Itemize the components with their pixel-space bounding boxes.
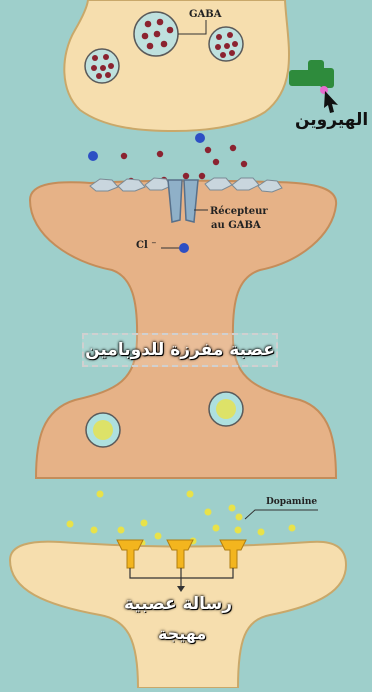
heroin-label: الهيروين xyxy=(295,110,368,130)
chloride-ions xyxy=(88,133,205,161)
signal-label-line2: مهيجة xyxy=(158,624,206,643)
dopamine-molecules xyxy=(67,491,296,547)
dopamine-neuron-label: عصبة مفرزة للدوبامين xyxy=(82,333,278,367)
receptor-label-line1: Récepteur xyxy=(210,206,268,217)
gaba-vesicle xyxy=(134,12,178,56)
dopamine-vesicle xyxy=(209,392,243,426)
gaba-vesicle xyxy=(85,49,119,83)
gaba-label: GABA xyxy=(189,9,222,20)
dopamine-neuron-body xyxy=(30,181,336,478)
dopamine-label: Dopamine xyxy=(266,497,317,507)
dopamine-vesicle xyxy=(86,413,120,447)
signal-label-line1: رسالة عصبية xyxy=(124,594,232,614)
receptor-label-line2: au GABA xyxy=(211,220,261,231)
chloride-ion xyxy=(179,243,189,253)
chloride-label: Cl ⁻ xyxy=(136,240,157,251)
gaba-vesicle xyxy=(209,27,243,61)
heroin-molecule xyxy=(289,60,338,113)
